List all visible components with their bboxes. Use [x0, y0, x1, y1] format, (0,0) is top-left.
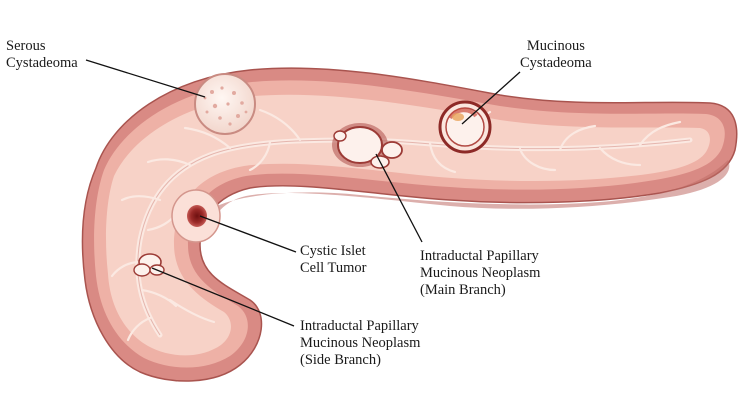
label-ipmn-main-line3: (Main Branch)	[420, 282, 506, 298]
serous-cystadenoma	[194, 73, 256, 135]
label-ipmn-main-branch: Intraductal Papillary Mucinous Neoplasm …	[420, 248, 540, 299]
mucinous-cystadenoma	[438, 100, 492, 154]
label-ipmn-side-branch: Intraductal Papillary Mucinous Neoplasm …	[300, 318, 420, 369]
ipmn-main-branch-lesion	[332, 123, 403, 169]
leader-mucinous	[461, 71, 521, 125]
leader-ipmn-side	[151, 267, 295, 327]
main-duct-outline	[137, 139, 691, 336]
pancreas-shadow	[208, 160, 730, 240]
label-ipmn-side-line3: (Side Branch)	[300, 352, 381, 368]
label-serous-cystadenoma: Serous Cystadeoma	[6, 38, 78, 72]
label-islet-line1: Cystic Islet	[300, 243, 366, 259]
label-serous-line1: Serous	[6, 38, 46, 54]
label-ipmn-side-line2: Mucinous Neoplasm	[300, 335, 421, 351]
label-ipmn-main-line2: Mucinous Neoplasm	[420, 265, 541, 281]
label-mucinous-line2: Cystadeoma	[520, 55, 592, 71]
label-mucinous-line1: Mucinous	[526, 38, 585, 54]
label-serous-line2: Cystadeoma	[6, 55, 78, 71]
leader-islet	[199, 215, 297, 253]
cystic-islet-cell-tumor	[171, 189, 221, 243]
label-islet-line2: Cell Tumor	[300, 260, 367, 276]
label-ipmn-main-line1: Intraductal Papillary	[420, 248, 539, 264]
leader-serous	[85, 59, 206, 98]
pancreas-inner	[106, 94, 710, 356]
label-cystic-islet-cell-tumor: Cystic Islet Cell Tumor	[300, 243, 366, 277]
leader-lines	[85, 59, 521, 327]
label-mucinous-cystadenoma: Mucinous Cystadeoma	[520, 38, 592, 72]
leader-ipmn-main	[375, 153, 423, 243]
label-ipmn-side-line1: Intraductal Papillary	[300, 318, 419, 334]
